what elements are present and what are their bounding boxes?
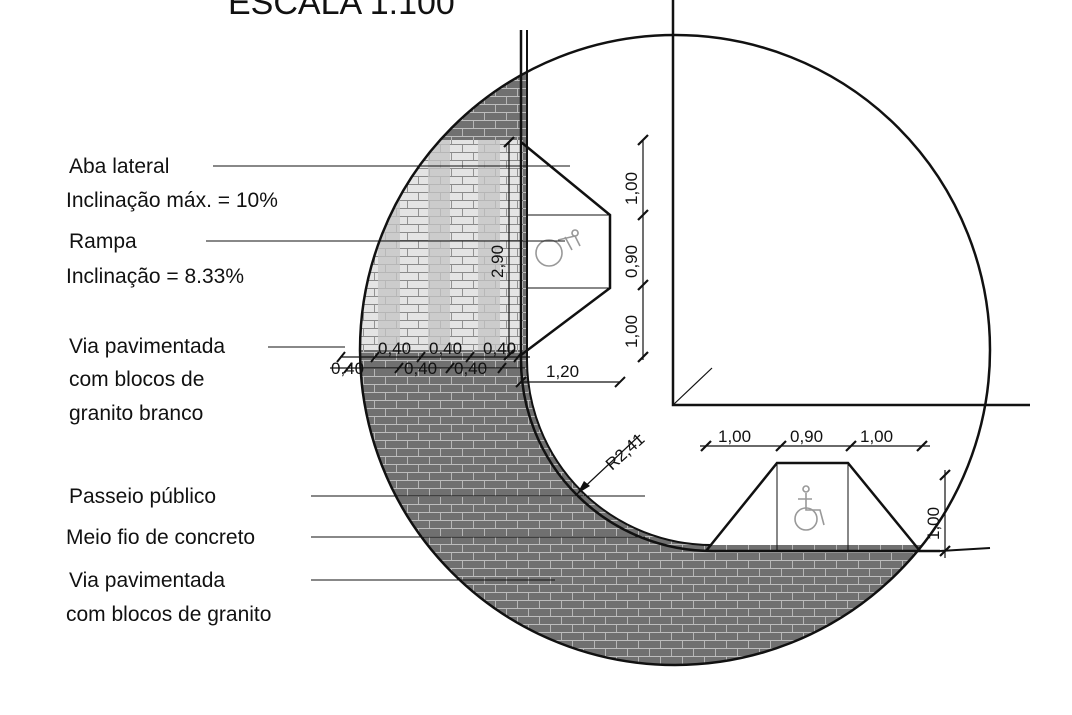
ramp-left-divisions [527,214,610,289]
dim-h-depth: 1,00 [924,507,943,540]
dim-h-mid: 0,90 [790,427,823,446]
crosswalk-stripe [378,140,400,350]
dim-v-mid: 0,90 [622,245,641,278]
wheelchair-icon [794,485,825,531]
crosswalk-stripe [428,140,450,350]
dim-crossing-top-3: 0,40 [483,339,516,358]
detail-circle-content [360,35,990,665]
label-via-branco-1: Via pavimentada [69,335,225,358]
detail-circle [358,33,992,667]
dim-ticks-vertical [637,134,649,363]
label-via-branco-2: com blocos de [69,368,204,391]
label-aba-inclinacao: Inclinação máx. = 10% [66,189,278,212]
dim-ticks-crossing-bottom [343,362,507,374]
ramp-left-outline [520,141,612,356]
label-passeio: Passeio público [69,485,216,508]
label-via-granito-2: com blocos de granito [66,603,271,626]
dim-h-left: 1,00 [718,427,751,446]
sidewalk-area [527,35,990,545]
label-meio-fio: Meio fio de concreto [66,526,255,549]
dim-crossing-bottom-2: 0,40 [404,359,437,378]
ramp-bottom-divisions [776,463,849,551]
dim-ticks-crossing-top [336,351,523,363]
crosswalk-stripe [478,140,500,350]
dim-ticks-depth [939,469,951,557]
scale-title: ESCALA 1:100 [228,0,455,22]
dimension-lines [330,134,951,558]
dim-crossing-bottom-3: 0,40 [454,359,487,378]
label-via-granito-1: Via pavimentada [69,569,225,592]
dim-h-right: 1,00 [860,427,893,446]
dim-ticks-ramp-length [503,136,515,361]
curb-right [939,547,991,552]
dim-ticks-offset [515,376,626,388]
curb-inner-line [526,30,713,546]
dim-v-bot: 1,00 [622,315,641,348]
leader-lines [206,165,645,581]
dim-offset: 1,20 [546,362,579,381]
dim-v-top: 1,00 [622,172,641,205]
dim-ramp-length: 2,90 [488,245,507,278]
curb-outer-line [519,30,940,553]
dim-crossing-top-2: 0,40 [429,339,462,358]
radius-arrowhead [577,481,590,494]
dim-crossing-bottom-1: 0,40 [331,359,364,378]
label-rampa-inclinacao: Inclinação = 8.33% [66,265,244,288]
dim-ticks-horizontal [700,440,928,452]
radius-center-line [672,367,713,406]
label-aba-lateral: Aba lateral [69,155,169,178]
outline-geometry [358,0,1030,667]
dim-crossing-top-1: 0,40 [378,339,411,358]
label-via-branco-3: granito branco [69,402,203,425]
ramp-bottom-outline [705,461,921,552]
label-rampa: Rampa [69,230,137,253]
wheelchair-icon [535,229,581,267]
